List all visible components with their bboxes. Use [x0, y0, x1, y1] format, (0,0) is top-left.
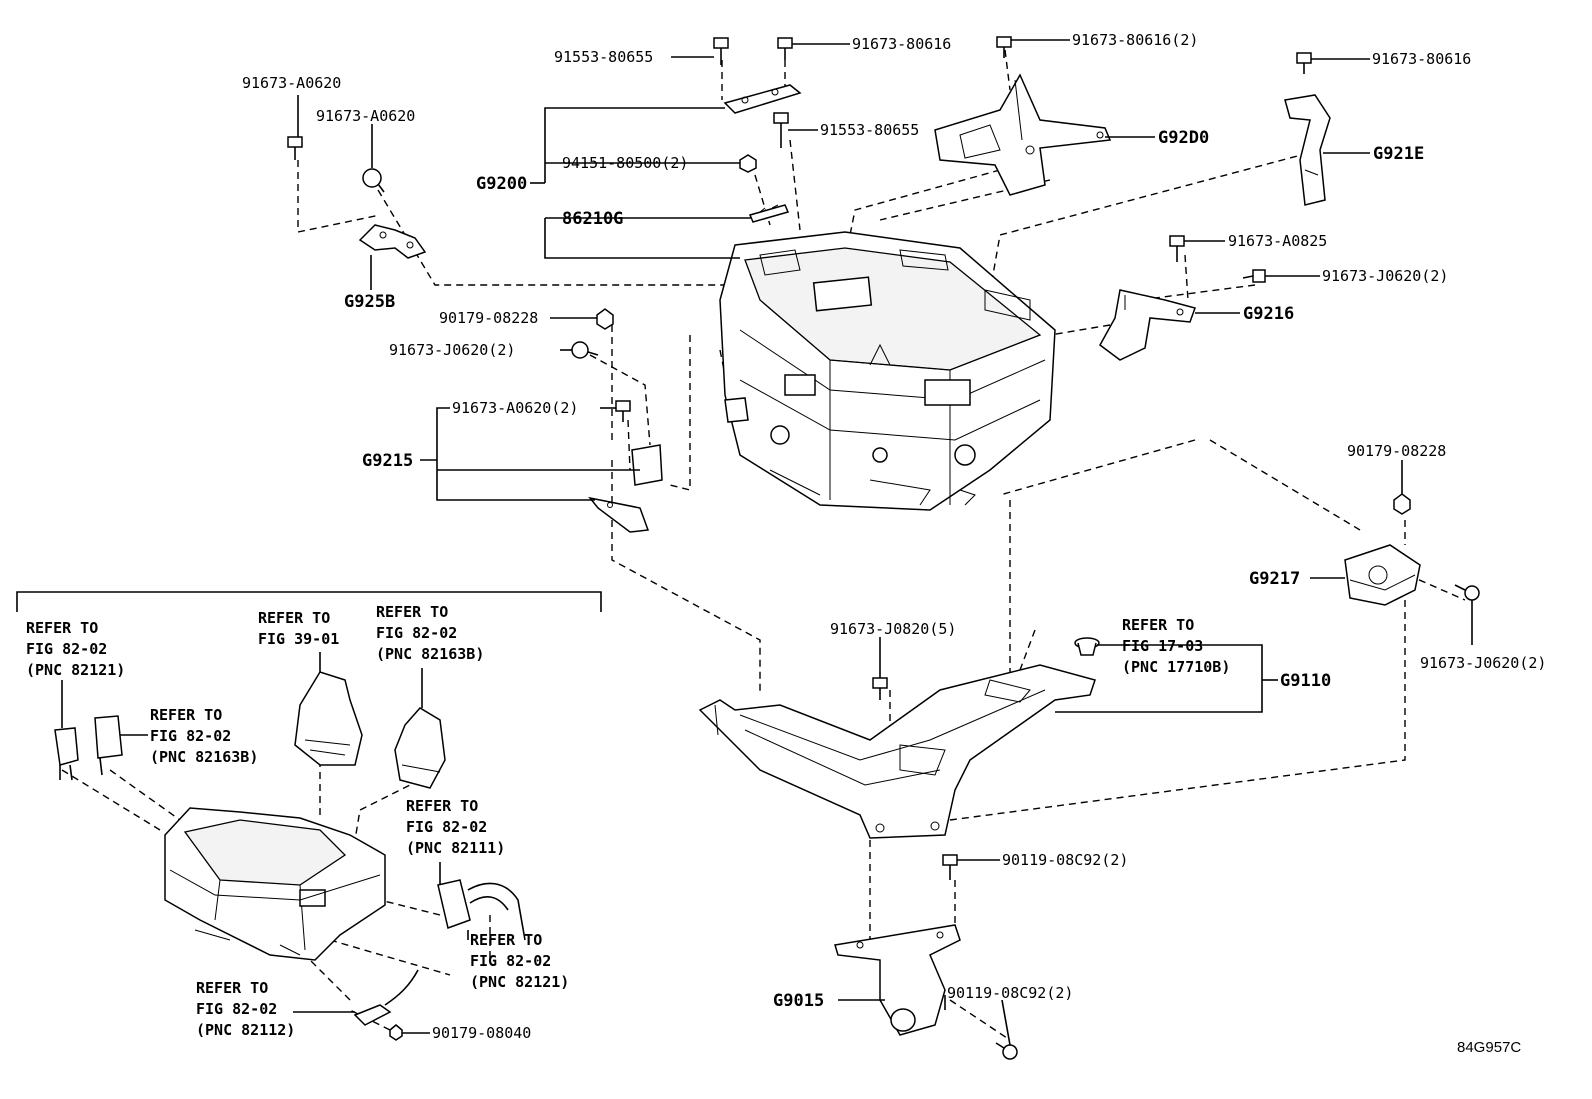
bolt-91673-80616-a	[777, 37, 793, 60]
code-g9200: G9200	[476, 174, 527, 194]
ref-82111: REFER TO FIG 82-02 (PNC 82111)	[406, 797, 505, 857]
label-91673-80616-2: 91673-80616(2)	[1072, 31, 1198, 49]
ref-82163b-b: REFER TO FIG 82-02 (PNC 82163B)	[376, 603, 484, 663]
component-codes: G9200 86210G G92D0 G921E G925B G9216 G92…	[344, 128, 1424, 1011]
bolt-91673-j0620-lower	[1454, 584, 1480, 601]
bolt-91673-80616-b	[1296, 52, 1312, 74]
refer-notes: REFER TO FIG 82-02 (PNC 82121) REFER TO …	[26, 603, 1230, 1039]
label-90119-08c92-a: 90119-08C92(2)	[1002, 851, 1128, 869]
bolt-91553-80655-top	[713, 37, 729, 65]
bolt-90119-08c92-a	[942, 854, 958, 880]
code-g9216: G9216	[1243, 304, 1294, 324]
bolt-91673-j0820	[872, 677, 888, 700]
figure-id: 84G957C	[1457, 1039, 1521, 1056]
code-g921e: G921E	[1373, 144, 1424, 164]
label-91673-a0825: 91673-A0825	[1228, 232, 1327, 250]
fasteners	[287, 36, 1480, 1060]
code-g925b: G925B	[344, 292, 395, 312]
ref-82121-a: REFER TO FIG 82-02 (PNC 82121)	[26, 619, 125, 679]
leader-lines	[61, 39, 1473, 1046]
label-91673-j0620-right: 91673-J0620(2)	[1322, 267, 1448, 285]
ref-17-03: REFER TO FIG 17-03 (PNC 17710B)	[1122, 616, 1230, 676]
code-g9110: G9110	[1280, 671, 1331, 691]
bracket-g9216	[1099, 289, 1196, 361]
bolt-91673-a0825	[1169, 235, 1185, 262]
ref-82163b-a: REFER TO FIG 82-02 (PNC 82163B)	[150, 706, 258, 766]
part-number-labels: 91553-80655 91673-80616 91673-80616(2) 9…	[242, 31, 1546, 1042]
nut-94151-80500	[739, 154, 757, 173]
label-91673-80616-b: 91673-80616	[1372, 50, 1471, 68]
bracket-g92d0	[934, 73, 1112, 196]
mount-g9217	[1344, 544, 1421, 606]
ref-39-01: REFER TO FIG 39-01	[258, 609, 339, 648]
label-91553-80655-mid: 91553-80655	[820, 121, 919, 139]
grommet-17710b	[1074, 637, 1100, 656]
ref-82121-b: REFER TO FIG 82-02 (PNC 82121)	[470, 931, 569, 991]
label-90119-08c92-b: 90119-08C92(2)	[947, 984, 1073, 1002]
bolt-91673-j0620-left	[571, 341, 599, 359]
code-g92d0: G92D0	[1158, 128, 1209, 148]
label-91673-a0620-2: 91673-A0620(2)	[452, 399, 578, 417]
label-91673-a0620-b: 91673-A0620	[316, 107, 415, 125]
nut-90179-08228-left	[596, 308, 614, 330]
bolt-91673-a0620-2	[615, 400, 631, 422]
label-91673-j0620-lower: 91673-J0620(2)	[1420, 654, 1546, 672]
label-90179-08040: 90179-08040	[432, 1024, 531, 1042]
reference-frame	[16, 591, 602, 612]
code-g9217: G9217	[1249, 569, 1300, 589]
bracket-g925b	[358, 224, 427, 259]
bolt-90119-08c92-b	[995, 1042, 1018, 1060]
crossmember-g9110	[698, 664, 1096, 839]
label-91553-80655-top: 91553-80655	[554, 48, 653, 66]
code-g9215: G9215	[362, 451, 413, 471]
clip-86210g	[748, 204, 790, 223]
inverter-assembly-g9200	[719, 231, 1056, 511]
label-91673-a0620-a: 91673-A0620	[242, 74, 341, 92]
bolt-91673-a0620-b	[362, 168, 385, 193]
bracket-g921e	[1284, 94, 1331, 206]
label-91673-j0820: 91673-J0820(5)	[830, 620, 956, 638]
label-94151-80500: 94151-80500(2)	[562, 154, 688, 172]
nut-90179-08228-right	[1393, 493, 1411, 515]
code-g9015: G9015	[773, 991, 824, 1011]
bolt-91553-80655-mid	[773, 112, 789, 148]
label-90179-08228-right: 90179-08228	[1347, 442, 1446, 460]
small-inverter	[164, 807, 386, 961]
mount-g9015	[834, 924, 961, 1036]
bolt-91673-j0620-right	[1242, 269, 1266, 283]
code-86210g: 86210G	[562, 209, 623, 229]
label-91673-j0620-left: 91673-J0620(2)	[389, 341, 515, 359]
bolt-91673-80616-2	[996, 36, 1012, 58]
bracket-g9200-top	[723, 84, 802, 114]
connectors-refs	[54, 671, 526, 1041]
label-90179-08228-left: 90179-08228	[439, 309, 538, 327]
bracket-g9215	[588, 444, 663, 533]
ref-82112: REFER TO FIG 82-02 (PNC 82112)	[196, 979, 295, 1039]
label-91673-80616-a: 91673-80616	[852, 35, 951, 53]
bolt-91673-a0620-a	[287, 136, 303, 160]
